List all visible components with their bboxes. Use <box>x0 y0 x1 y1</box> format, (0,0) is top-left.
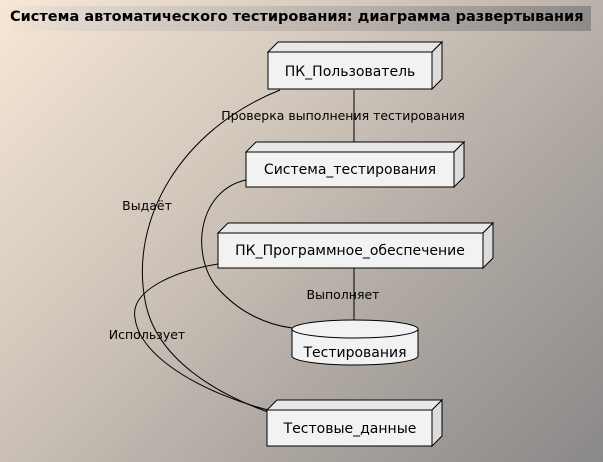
edge-label-uses: Использует <box>109 327 185 342</box>
edge-system-testing <box>201 179 293 329</box>
edge-label-check: Проверка выполнения тестирования <box>221 108 465 123</box>
node-test-system[interactable]: Система_тестирования <box>244 140 466 189</box>
edge-uses <box>134 263 269 411</box>
node-pc-software[interactable]: ПК_Программное_обеспечение <box>216 221 495 270</box>
diagram-title: Система автоматического тестирования: ди… <box>10 9 584 25</box>
node-label: Тестовые_данные <box>283 421 417 437</box>
edge-label-issues: Выдаёт <box>122 198 172 213</box>
node-label: ПК_Программное_обеспечение <box>235 243 465 259</box>
node-test-data[interactable]: Тестовые_данные <box>265 398 444 448</box>
title-bar <box>8 6 591 31</box>
node-label: Система_тестирования <box>264 162 436 178</box>
node-pc-user[interactable]: ПК_Пользователь <box>266 40 444 91</box>
node-label: ПК_Пользователь <box>285 64 416 80</box>
database-label: Тестирования <box>302 345 406 361</box>
edge-issues <box>141 89 281 413</box>
edge-label-executes: Выполняет <box>307 287 380 302</box>
database-testing[interactable]: Тестирования <box>291 319 419 366</box>
